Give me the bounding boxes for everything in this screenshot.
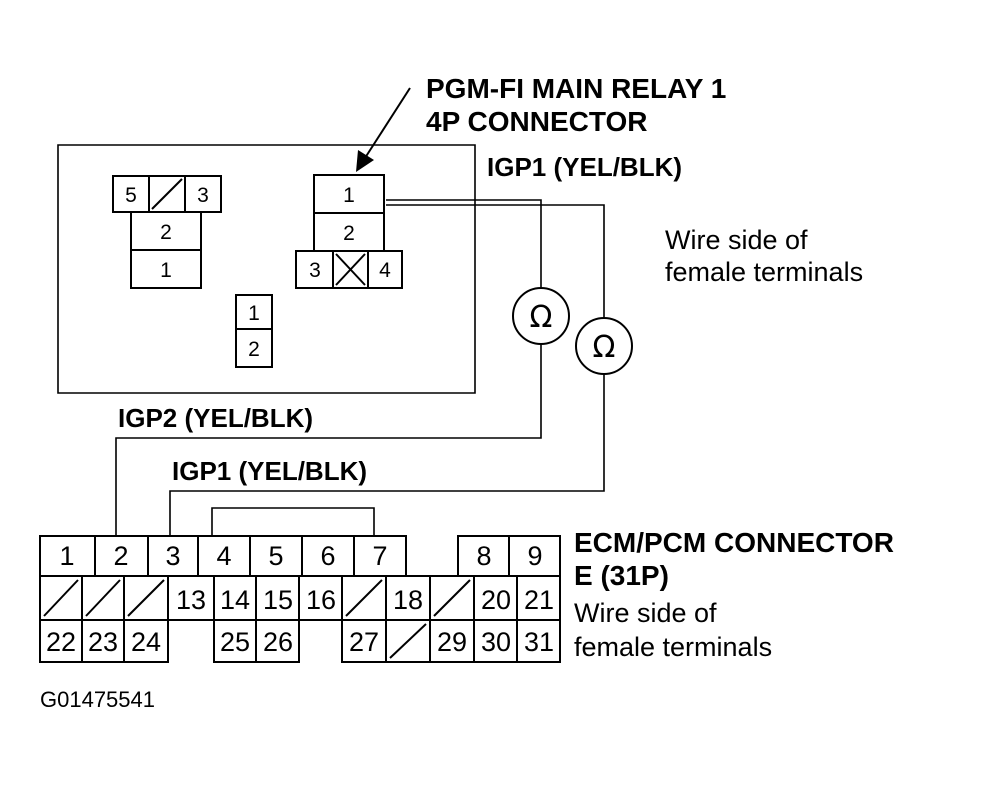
- ecm-pin-29: 29: [437, 627, 467, 657]
- relay-left-pin-2: 2: [160, 221, 172, 244]
- right-ohmmeter: Ω: [575, 317, 633, 375]
- relay-left-pin-5: 5: [125, 184, 137, 207]
- figure-id: G01475541: [40, 687, 155, 712]
- relay-small-block: 1 2: [235, 294, 273, 368]
- ecm-pin-8: 8: [476, 541, 491, 571]
- ecm-connector: 1 2 3 4 5 6 7 8 9 13 14 15 16 18 20 21 2…: [39, 535, 561, 663]
- ohm-icon: Ω: [530, 300, 553, 335]
- relay-pin-4: 4: [379, 259, 391, 282]
- ecm-pin-15: 15: [263, 585, 293, 615]
- ecm-pin-14: 14: [220, 585, 250, 615]
- relay-pin-2: 2: [343, 222, 355, 245]
- ecm-pin-13: 13: [176, 585, 206, 615]
- relay-pin-3: 3: [309, 259, 321, 282]
- igp1-lower-label: IGP1 (YEL/BLK): [172, 456, 367, 486]
- small-pin-1: 1: [248, 302, 260, 325]
- ecm-title-line2: E (31P): [574, 560, 669, 591]
- wire-to-left-meter: [386, 199, 542, 288]
- relay-4p-connector: 1 2 3 4: [295, 174, 403, 289]
- relay-note-line2: female terminals: [665, 257, 863, 287]
- ohm-icon: Ω: [593, 330, 616, 365]
- ecm-pin-1: 1: [59, 541, 74, 571]
- ecm-pin-16: 16: [306, 585, 336, 615]
- ecm-pin-31: 31: [524, 627, 554, 657]
- ecm-pin-20: 20: [481, 585, 511, 615]
- ecm-pin-9: 9: [527, 541, 542, 571]
- ecm-note-line2: female terminals: [574, 632, 772, 662]
- ecm-pin-18: 18: [393, 585, 423, 615]
- small-pin-2: 2: [248, 338, 260, 361]
- relay-pointer-arrow: [356, 87, 411, 172]
- relay-note-line1: Wire side of: [665, 225, 808, 255]
- ecm-pin-2: 2: [113, 541, 128, 571]
- ecm-pin-27: 27: [349, 627, 379, 657]
- relay-frame: [57, 144, 476, 394]
- relay-left-pin-3: 3: [197, 184, 209, 207]
- igp2-wire: [115, 343, 542, 536]
- ecm-pin-26: 26: [263, 627, 293, 657]
- wire-to-right-meter: [386, 204, 605, 318]
- ecm-pin-7: 7: [372, 541, 387, 571]
- relay-title-line2: 4P CONNECTOR: [426, 106, 647, 137]
- ecm-pin-22: 22: [46, 627, 76, 657]
- ecm-pin-23: 23: [88, 627, 118, 657]
- igp2-label: IGP2 (YEL/BLK): [118, 403, 313, 433]
- relay-left-block: 5 3 2 1: [112, 175, 222, 289]
- relay-title-line1: PGM-FI MAIN RELAY 1: [426, 73, 726, 104]
- ecm-pin-4: 4: [216, 541, 231, 571]
- connector-bridge: [211, 507, 375, 536]
- ecm-pin-24: 24: [131, 627, 161, 657]
- relay-pin-1: 1: [343, 184, 355, 207]
- ecm-title-line1: ECM/PCM CONNECTOR: [574, 527, 894, 558]
- igp1-top-label: IGP1 (YEL/BLK): [487, 152, 682, 182]
- ecm-pin-5: 5: [268, 541, 283, 571]
- relay-left-pin-1: 1: [160, 259, 172, 282]
- ecm-pin-25: 25: [220, 627, 250, 657]
- ecm-note-line1: Wire side of: [574, 598, 717, 628]
- igp1-wire: [169, 373, 605, 536]
- ecm-pin-21: 21: [524, 585, 554, 615]
- ecm-pin-30: 30: [481, 627, 511, 657]
- ecm-pin-3: 3: [165, 541, 180, 571]
- ecm-pin-6: 6: [320, 541, 335, 571]
- left-ohmmeter: Ω: [512, 287, 570, 345]
